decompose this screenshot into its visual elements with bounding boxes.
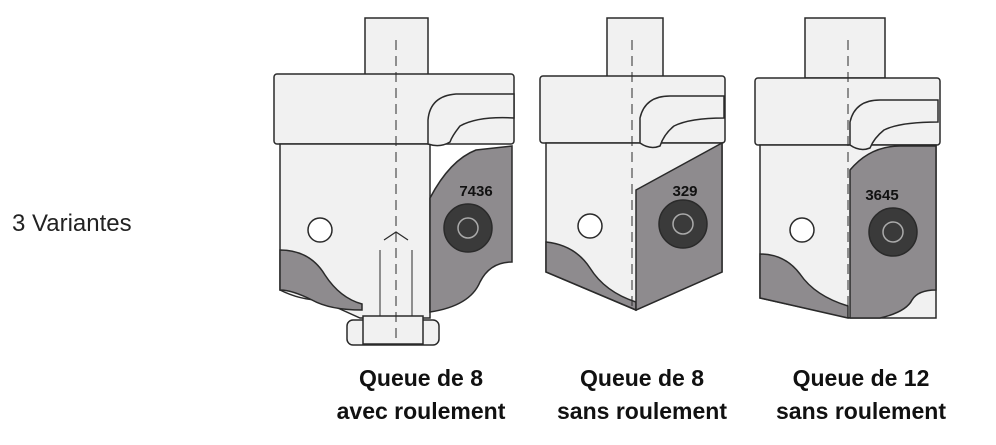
tool-2-shank [606,17,664,79]
tool-1-number: 7436 [459,183,492,200]
variants-label: 3 Variantes [12,210,132,237]
caption-tool-3: Queue de 12 sans roulement [751,362,971,428]
tool-2-clamp [639,95,725,149]
caption-tool-1: Queue de 8 avec roulement [311,362,531,428]
caption-tool-3-line2: sans roulement [776,398,946,424]
tool-1-clamp [427,93,515,147]
caption-tool-1-line1: Queue de 8 [359,365,483,391]
tool-3 [754,17,941,319]
caption-tool-1-line2: avec roulement [336,398,506,424]
tool-1-left-insert [279,249,363,311]
tool-2-number: 329 [672,183,697,200]
tool-3-hole [789,217,815,243]
tool-3-shank [804,17,886,79]
caption-tool-2-line1: Queue de 8 [580,365,704,391]
tool-1-hole [307,217,333,243]
tool-3-number: 3645 [865,187,898,204]
tool-3-clamp [849,99,939,151]
tool-2-hole [577,213,603,239]
caption-tool-2-line2: sans roulement [557,398,727,424]
caption-tool-3-line1: Queue de 12 [792,365,930,391]
tool-2 [539,17,726,312]
tool-1 [273,17,515,346]
caption-tool-2: Queue de 8 sans roulement [532,362,752,428]
